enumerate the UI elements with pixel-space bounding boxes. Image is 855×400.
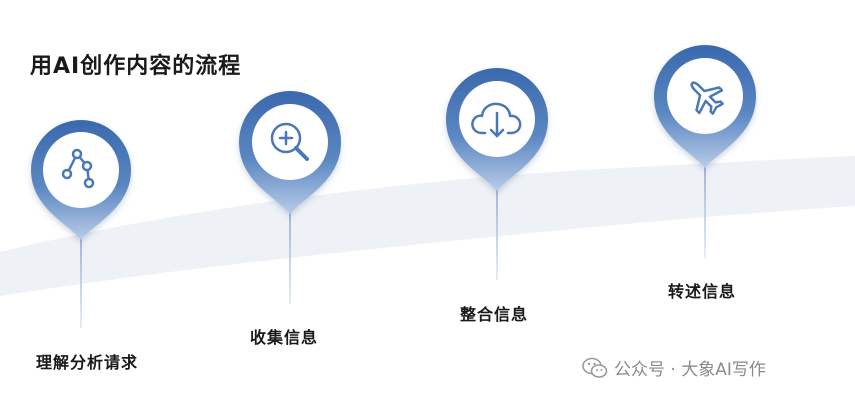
watermark: 公众号 · 大象AI写作 bbox=[582, 355, 766, 380]
page-title: 用AI创作内容的流程 bbox=[30, 54, 242, 79]
map-pin-1 bbox=[31, 120, 131, 240]
watermark-text: 公众号 · 大象AI写作 bbox=[614, 360, 766, 380]
map-pin-4 bbox=[654, 45, 756, 168]
pin-stem-4 bbox=[704, 166, 706, 258]
step-label-3: 整合信息 bbox=[460, 305, 529, 324]
step-label-1: 理解分析请求 bbox=[36, 353, 139, 372]
map-pin-2 bbox=[239, 91, 341, 214]
share-nodes-icon bbox=[61, 148, 95, 189]
pin-stem-1 bbox=[80, 238, 82, 328]
pin-stem-3 bbox=[496, 188, 498, 280]
cloud-download-icon bbox=[471, 102, 522, 138]
background-ribbon bbox=[0, 156, 855, 296]
step-label-2: 收集信息 bbox=[250, 328, 319, 347]
airplane-icon bbox=[690, 81, 724, 115]
step-label-4: 转述信息 bbox=[668, 282, 737, 301]
pin-stem-2 bbox=[289, 212, 291, 304]
map-pin-3 bbox=[446, 68, 548, 191]
wechat-icon bbox=[582, 357, 608, 378]
zoom-in-icon bbox=[270, 122, 309, 161]
